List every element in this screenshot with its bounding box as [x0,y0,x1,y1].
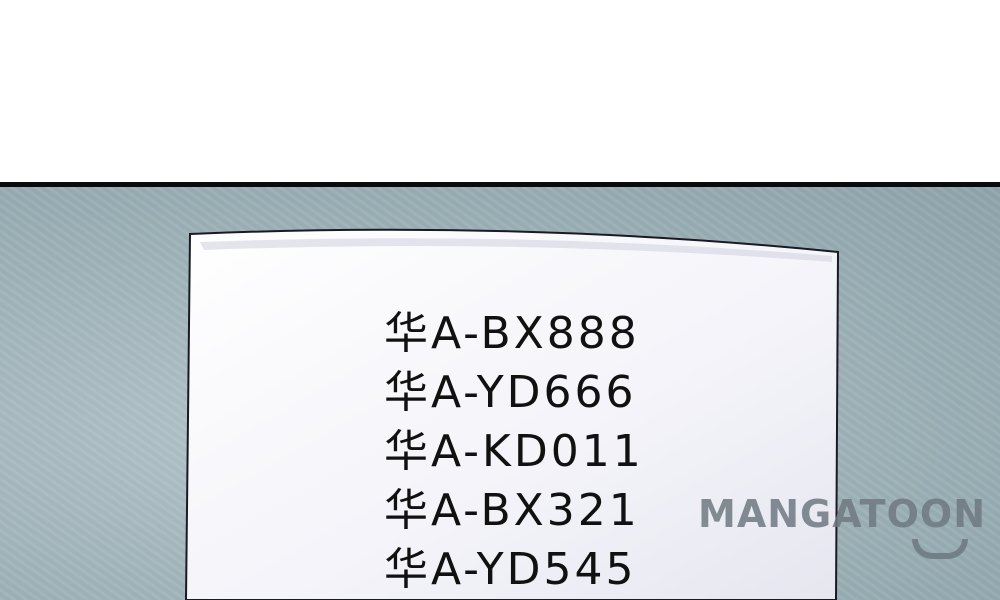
plate-item: 华A-YD666 [384,367,637,418]
manga-panel: 华A-BX888 华A-YD666 华A-KD011 华A-BX321 华A-Y… [0,182,1000,600]
smile-icon [912,539,968,559]
plate-item: 华A-KD011 [384,426,644,477]
watermark-logo: MANGATOON [698,492,987,536]
plate-item: 华A-BX321 [384,485,640,536]
plate-item: 华A-BX888 [384,308,640,359]
paper-sheet [184,228,840,600]
license-plate-list: 华A-BX888 华A-YD666 华A-KD011 华A-BX321 华A-Y… [384,311,644,593]
blank-panel-top [0,0,1000,182]
plate-item: 华A-YD545 [384,544,637,595]
